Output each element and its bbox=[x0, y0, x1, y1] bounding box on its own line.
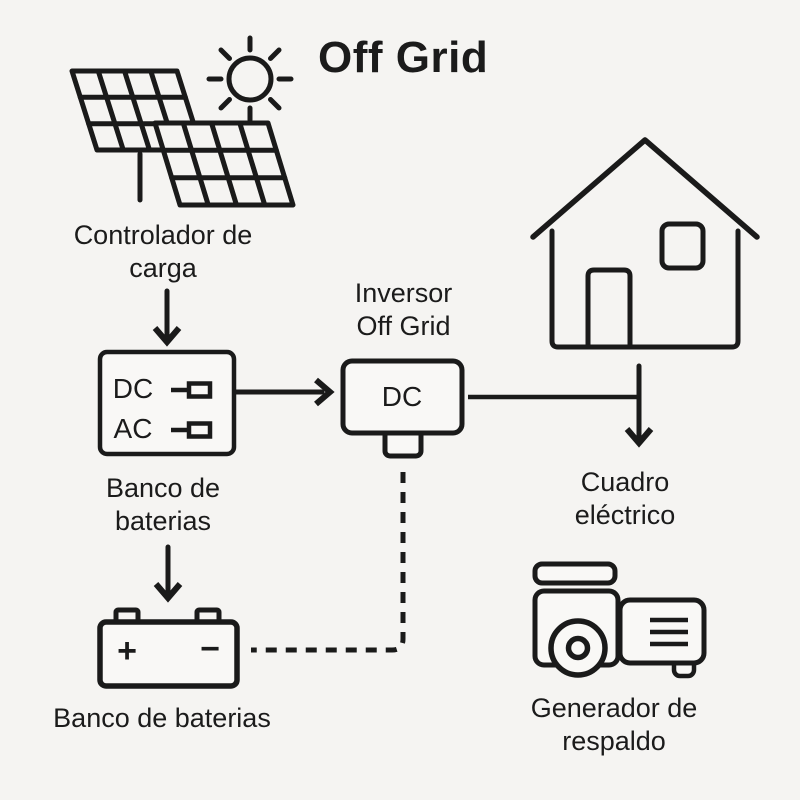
house-door bbox=[585, 267, 633, 350]
generator-handle bbox=[532, 561, 618, 586]
generator-wheel bbox=[548, 618, 608, 678]
inverter-label: Inversor Off Grid bbox=[354, 278, 453, 341]
battery-plus-sign: + bbox=[117, 632, 137, 670]
arrow-controller-to-box bbox=[152, 288, 182, 347]
inverter-dc-port-label: DC bbox=[381, 381, 423, 412]
page-title: Off Grid bbox=[318, 33, 489, 82]
battery-bank-box-label: Banco de baterias bbox=[105, 473, 221, 536]
electrical-panel-label: Cuadro eléctrico bbox=[574, 467, 676, 530]
house-icon bbox=[530, 137, 760, 350]
house-roof bbox=[530, 137, 760, 240]
charge-controller-label: Controlador de carga bbox=[73, 220, 253, 283]
arrow-house-to-electrical-panel bbox=[624, 363, 654, 448]
battery-minus-sign: − bbox=[200, 630, 220, 668]
arrow-box-to-inverter bbox=[233, 377, 335, 407]
house-window bbox=[659, 221, 706, 271]
inverter-box bbox=[340, 358, 465, 459]
battery-icon bbox=[97, 607, 240, 689]
dc-plug-icon bbox=[171, 381, 213, 399]
arrow-label-to-battery bbox=[153, 544, 183, 603]
ac-plug-icon bbox=[171, 421, 213, 439]
controller-dc-port-label: DC bbox=[112, 373, 154, 404]
sun-icon bbox=[206, 35, 294, 123]
backup-generator-label: Generador de respaldo bbox=[530, 693, 698, 756]
charge-controller-box bbox=[97, 349, 237, 457]
dashed-line-inverter-to-battery bbox=[251, 472, 406, 653]
solar-panels-icon bbox=[69, 68, 296, 208]
generator-vents bbox=[650, 617, 688, 647]
battery-bank-label: Banco de baterias bbox=[53, 703, 271, 733]
controller-ac-port-label: AC bbox=[113, 413, 153, 444]
generator-icon bbox=[532, 561, 707, 679]
